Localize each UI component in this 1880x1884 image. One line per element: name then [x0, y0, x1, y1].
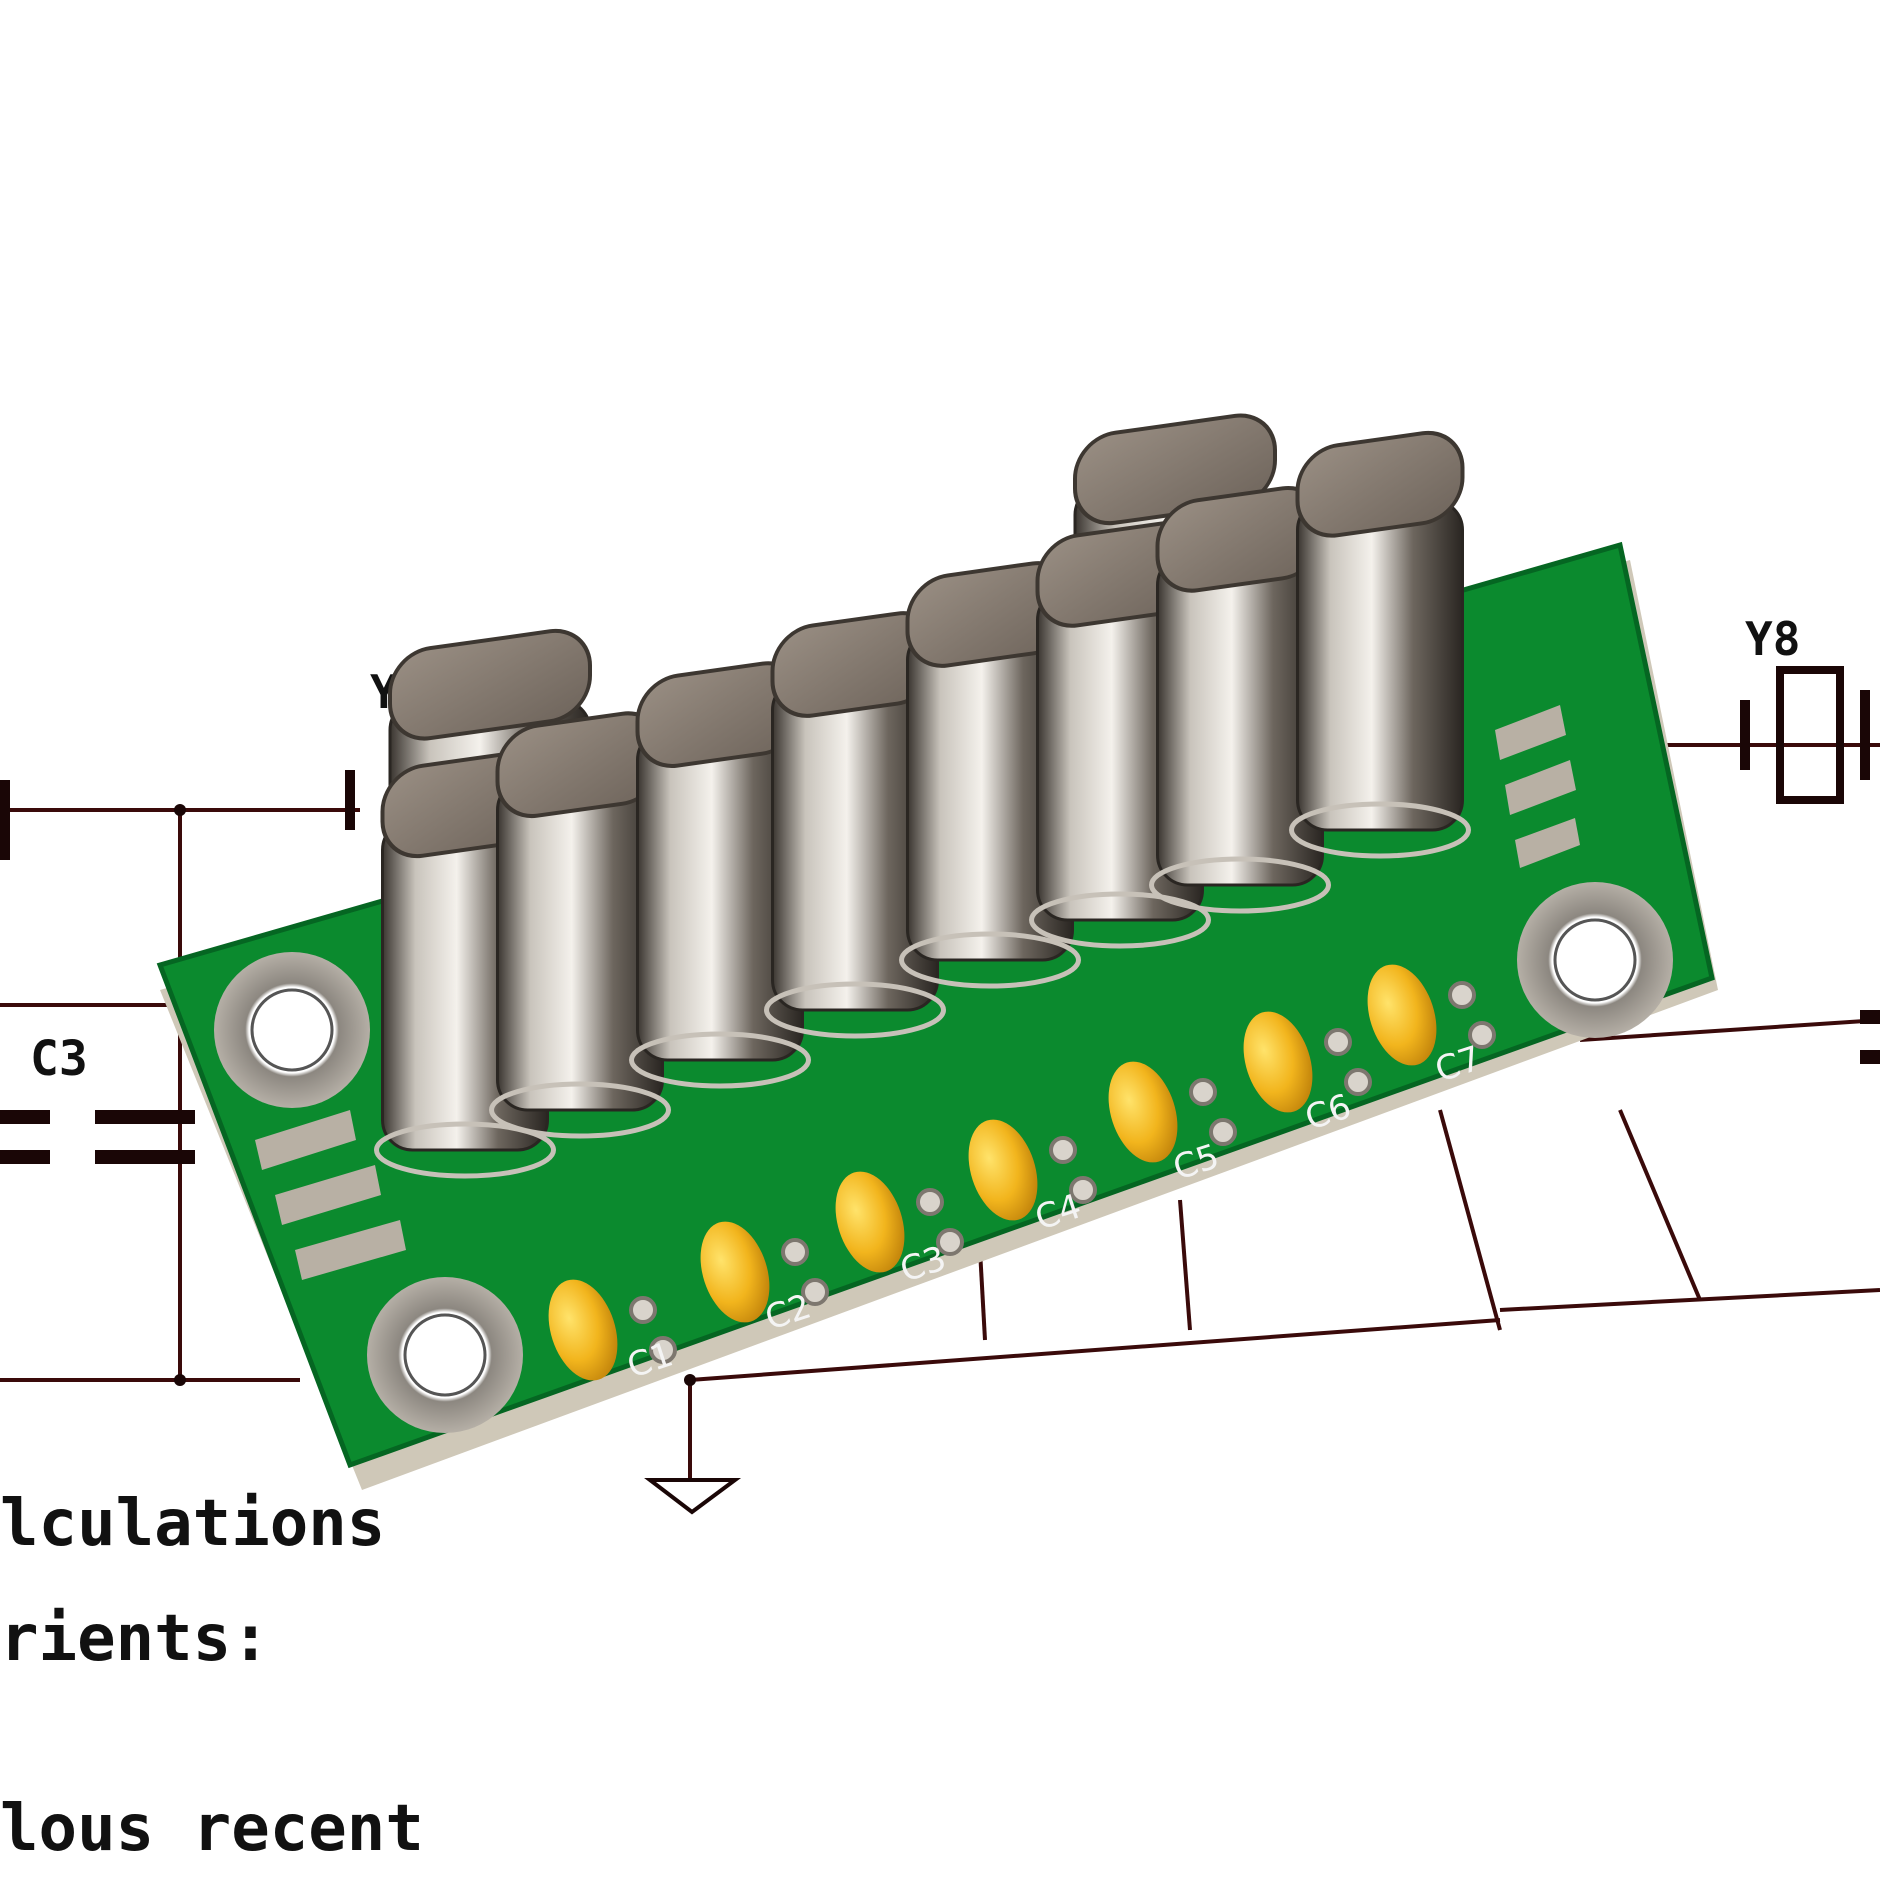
capacitor-body: [1243, 1011, 1313, 1113]
through-hole-pad: [629, 1296, 657, 1324]
capacitor-body: [1108, 1061, 1178, 1163]
mounting-holes: [214, 882, 1673, 1433]
edge-pads: [255, 705, 1580, 1280]
ceramic-capacitor: [1108, 1061, 1237, 1163]
through-hole-pad: [916, 1188, 944, 1216]
crystal-can: [1289, 430, 1471, 859]
crystal-can-base: [764, 981, 946, 1039]
capacitor-body: [548, 1279, 618, 1381]
through-hole-pad: [1069, 1176, 1097, 1204]
through-hole-pad: [1448, 981, 1476, 1009]
ceramic-capacitor: [548, 1279, 677, 1381]
capacitor-array: [548, 964, 1496, 1381]
crystal-can: [899, 561, 1081, 989]
ceramic-capacitor: [700, 1221, 829, 1323]
capacitor-body: [968, 1119, 1038, 1221]
through-hole-pad: [781, 1238, 809, 1266]
paper-text-line-3: lous recent: [0, 1792, 424, 1866]
ceramic-capacitor: [1243, 1011, 1372, 1113]
through-hole-pad: [1189, 1078, 1217, 1106]
crystal-can-base: [1029, 891, 1211, 949]
crystal-array: [374, 413, 1471, 1179]
through-hole-pad: [1209, 1118, 1237, 1146]
through-hole-pad: [1344, 1068, 1372, 1096]
ceramic-capacitor: [835, 1171, 964, 1273]
schematic-symbols: [0, 666, 1880, 1515]
crystal-can: [489, 711, 671, 1139]
through-hole-pad: [1049, 1136, 1077, 1164]
crystal-can-base: [899, 931, 1081, 989]
schematic-label-y8: Y8: [1745, 612, 1800, 666]
crystal-can-base: [1149, 856, 1331, 914]
ceramic-capacitor: [968, 1119, 1097, 1221]
ceramic-capacitor: [1367, 964, 1496, 1066]
crystal-can-base: [629, 1031, 811, 1089]
through-hole-pad: [1468, 1021, 1496, 1049]
capacitor-body: [1367, 964, 1437, 1066]
through-hole-pad: [936, 1228, 964, 1256]
capacitor-body: [835, 1171, 905, 1273]
schematic-label-c3: C3: [30, 1031, 88, 1087]
through-hole-pad: [1324, 1028, 1352, 1056]
crystal-can: [1149, 485, 1331, 914]
crystal-can-top: [388, 628, 592, 741]
crystal-can: [764, 611, 946, 1039]
crystal-can-body: [1296, 498, 1464, 832]
paper-text-line-2: rients:: [0, 1602, 270, 1676]
through-hole-pad: [801, 1278, 829, 1306]
crystal-can-base: [374, 1121, 556, 1179]
crystal-can-base: [489, 1081, 671, 1139]
crystal-can: [629, 661, 811, 1089]
crystal-can-base: [1289, 801, 1471, 859]
through-hole-pad: [649, 1336, 677, 1364]
paper-text-line-1: lculations: [0, 1487, 385, 1561]
schematic-lines: [0, 743, 1880, 1480]
crystal-can-top: [1295, 430, 1465, 538]
capacitor-body: [700, 1221, 770, 1323]
